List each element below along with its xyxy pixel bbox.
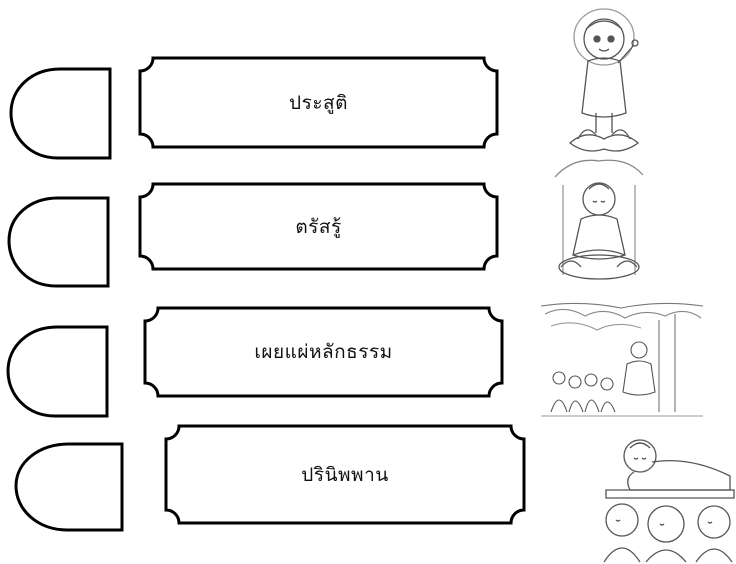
label-frame-3: เผยแผ่หลักธรรม — [142, 305, 505, 399]
label-parinirvana: ปรินิพพาน — [301, 463, 389, 486]
answer-drop-4[interactable] — [13, 441, 125, 533]
illustration-enlightenment — [553, 155, 646, 288]
answer-drop-3[interactable] — [5, 324, 109, 419]
label-teaching: เผยแผ่หลักธรรม — [254, 341, 393, 363]
illustration-birth — [556, 5, 652, 155]
illustration-teaching — [541, 300, 703, 418]
illustration-parinirvana — [600, 428, 736, 564]
label-frame-4: ปรินิพพาน — [163, 423, 527, 526]
answer-drop-1[interactable] — [8, 66, 112, 161]
label-enlightenment: ตรัสรู้ — [295, 215, 342, 238]
label-frame-2: ตรัสรู้ — [137, 181, 500, 272]
label-birth: ประสูติ — [289, 91, 348, 114]
label-frame-1: ประสูติ — [137, 55, 500, 150]
answer-drop-2[interactable] — [6, 195, 110, 289]
